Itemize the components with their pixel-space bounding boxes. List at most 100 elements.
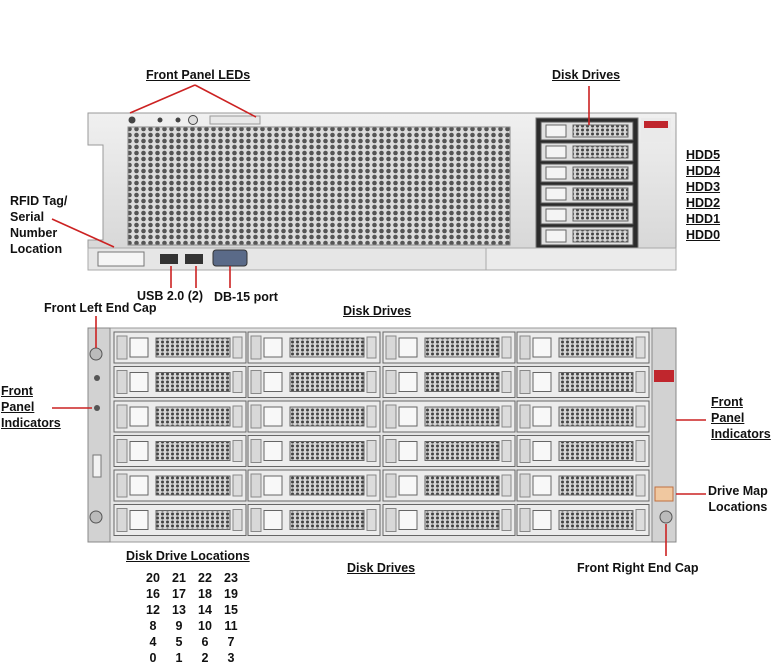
usb-port-2 [185, 254, 203, 264]
drive-location-number: 3 [227, 651, 235, 665]
power-button [188, 115, 198, 125]
drive-location-number: 5 [175, 635, 183, 649]
drive-map-label [654, 486, 674, 502]
right-end-cap [651, 327, 677, 543]
top-drive-carrier [540, 184, 634, 204]
drive-location-number: 18 [198, 587, 212, 601]
label-fpi-left-line2: Panel [1, 400, 35, 414]
label-front-panel-indicators-left: Front Panel Indicators [1, 383, 61, 431]
drive-grid [113, 331, 650, 536]
drive-location-number: 17 [172, 587, 186, 601]
drive-carrier [382, 331, 516, 364]
drive-carrier [113, 400, 247, 433]
label-db15: DB-15 port [214, 290, 278, 304]
drive-location-number: 13 [172, 603, 186, 617]
drive-carrier [113, 435, 247, 467]
drive-carrier [247, 504, 381, 536]
drive-carrier [247, 366, 381, 398]
drive-carrier [113, 366, 247, 398]
drive-location-number: 0 [149, 651, 157, 665]
top-drive-carrier [540, 226, 634, 246]
label-rfid-line3: Number [10, 226, 58, 240]
left-cap-screw-bottom [89, 510, 103, 524]
db15-port [212, 249, 248, 267]
label-hdd1: HDD1 [686, 212, 721, 226]
drive-location-number: 20 [146, 571, 160, 585]
label-hdd3: HDD3 [686, 180, 721, 194]
right-cap-screw [659, 510, 673, 524]
hdd-label-list: HDD5 HDD4 HDD3 HDD2 HDD1 HDD0 [686, 147, 720, 243]
top-drive-carrier [540, 205, 634, 225]
label-fpi-right-line2: Panel [711, 411, 745, 425]
drive-carrier [516, 435, 650, 467]
drive-carrier [247, 331, 381, 364]
drive-location-number: 14 [198, 603, 212, 617]
label-drive-map-line1: Drive Map [708, 484, 768, 498]
label-disk-drives-bottom: Disk Drives [347, 561, 416, 575]
label-rfid: RFID Tag/ Serial Number Location [10, 193, 67, 257]
drive-location-row: 16 17 18 19 [140, 586, 244, 602]
drive-carrier [382, 400, 516, 433]
drive-carrier [516, 331, 650, 364]
drive-carrier [382, 469, 516, 502]
drive-location-number: 15 [224, 603, 238, 617]
drive-carrier [516, 504, 650, 536]
drive-location-number: 16 [146, 587, 160, 601]
label-disk-drive-locations: Disk Drive Locations [126, 549, 250, 563]
label-front-right-end-cap: Front Right End Cap [577, 561, 699, 575]
label-usb: USB 2.0 (2) [137, 289, 203, 303]
label-hdd2: HDD2 [686, 196, 721, 210]
drive-carrier [382, 435, 516, 467]
rfid-tag [97, 251, 145, 267]
top-drive-carrier [540, 163, 634, 183]
drive-location-row: 8 9 10 11 [140, 618, 244, 634]
top-drive-carrier [540, 121, 634, 141]
leader-lines [51, 84, 706, 556]
drive-carrier [382, 366, 516, 398]
drive-location-number: 11 [224, 619, 238, 633]
drive-location-number: 7 [227, 635, 235, 649]
label-front-panel-indicators-right: Front Panel Indicators [711, 394, 771, 442]
drive-location-number: 23 [224, 571, 238, 585]
drive-location-number: 10 [198, 619, 212, 633]
drive-location-number: 4 [149, 635, 157, 649]
drive-location-number: 1 [175, 651, 183, 665]
label-hdd5: HDD5 [686, 148, 721, 162]
top-drive-carrier [540, 142, 634, 162]
usb-port-1 [160, 254, 178, 264]
drive-carrier [247, 469, 381, 502]
drive-carrier [247, 435, 381, 467]
drive-carrier [113, 469, 247, 502]
label-fpi-left-line1: Front [1, 384, 33, 398]
led-locator [128, 116, 136, 124]
drive-location-row: 12 13 14 15 [140, 602, 244, 618]
drive-location-number: 19 [224, 587, 238, 601]
label-front-left-end-cap: Front Left End Cap [44, 301, 157, 315]
label-fpi-left-line3: Indicators [1, 416, 61, 430]
bottom-server-chassis [87, 327, 677, 543]
drive-location-number: 22 [198, 571, 212, 585]
drive-location-number: 9 [175, 619, 183, 633]
top-server-chassis [87, 112, 677, 271]
drive-carrier [382, 504, 516, 536]
label-disk-drives-mid: Disk Drives [343, 304, 412, 318]
drive-location-number: 8 [149, 619, 157, 633]
drive-carrier [516, 366, 650, 398]
left-end-cap [87, 327, 111, 543]
label-front-panel-leds: Front Panel LEDs [146, 68, 251, 82]
drive-carrier [113, 504, 247, 536]
left-cap-screw-top [89, 347, 103, 361]
label-disk-drives-top: Disk Drives [552, 68, 621, 82]
drive-carrier [516, 400, 650, 433]
drive-carrier [113, 331, 247, 364]
drive-location-number: 12 [146, 603, 160, 617]
label-rfid-line2: Serial [10, 210, 45, 224]
label-hdd4: HDD4 [686, 164, 721, 178]
top-vent-grille [127, 126, 511, 246]
label-drive-map-line2: Locations [708, 500, 768, 514]
drive-carrier [247, 400, 381, 433]
